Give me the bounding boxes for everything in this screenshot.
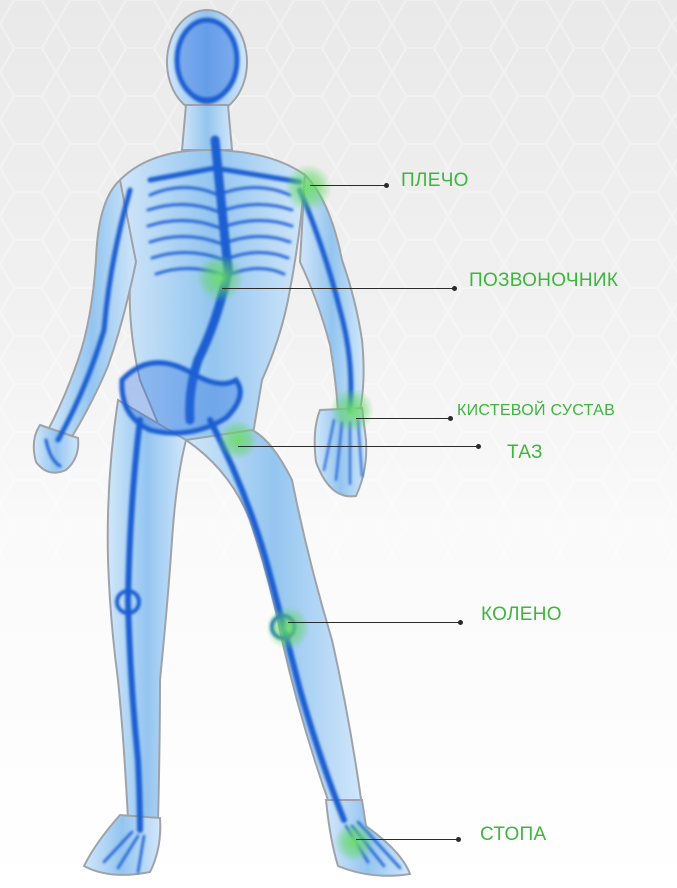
wrist-highlight xyxy=(330,388,374,432)
foot-highlight xyxy=(334,822,374,862)
foot-leader-line xyxy=(356,839,458,840)
foot-leader-dot xyxy=(456,837,461,842)
spine-leader-line xyxy=(222,288,454,289)
pelvis-leader-dot xyxy=(476,444,481,449)
wrist-leader-dot xyxy=(448,416,453,421)
spine-label: ПОЗВОНОЧНИК xyxy=(469,270,618,292)
knee-highlight xyxy=(266,606,310,650)
shoulder-leader-line xyxy=(310,185,386,186)
wrist-leader-line xyxy=(356,418,450,419)
spine-highlight xyxy=(196,254,244,302)
knee-leader-dot xyxy=(458,620,463,625)
foot-label: СТОПА xyxy=(480,824,546,846)
shoulder-leader-dot xyxy=(384,183,389,188)
knee-label: КОЛЕНО xyxy=(481,604,562,626)
pelvis-highlight xyxy=(218,420,258,460)
pelvis-label: ТАЗ xyxy=(507,442,543,464)
pelvis-leader-line xyxy=(238,446,478,447)
wrist-label: КИСТЕВОЙ СУСТАВ xyxy=(457,402,615,420)
shoulder-highlight xyxy=(284,164,332,212)
spine-leader-dot xyxy=(452,286,457,291)
shoulder-label: ПЛЕЧО xyxy=(401,170,469,192)
knee-leader-line xyxy=(288,622,460,623)
